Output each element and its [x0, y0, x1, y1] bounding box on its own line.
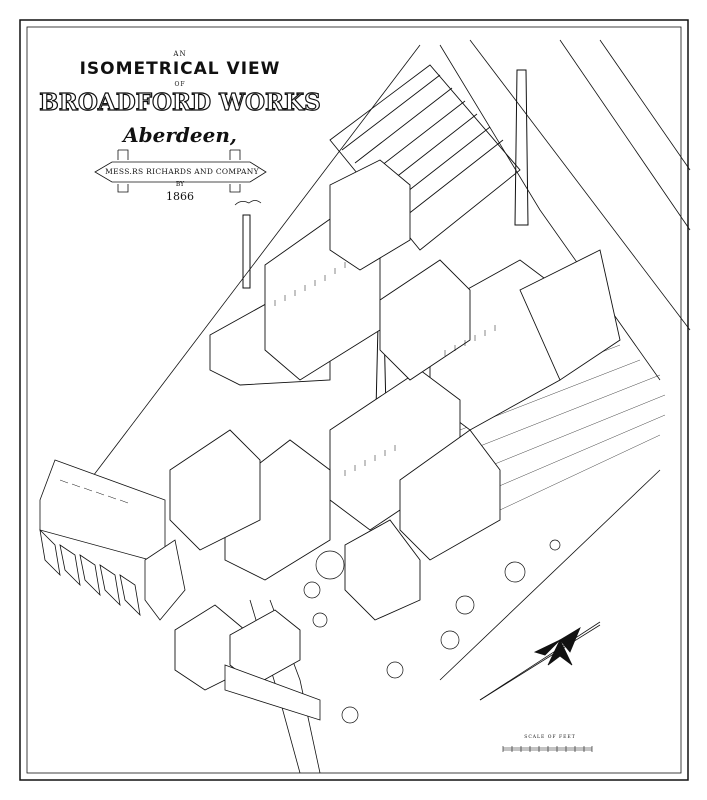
title-line1: ISOMETRICAL VIEW [79, 59, 281, 79]
ribbon-text: MESS.RS RICHARDS AND COMPANY [105, 167, 259, 176]
buildings [169, 159, 621, 691]
scale-label: SCALE OF FEET [524, 735, 576, 740]
title-location: Aberdeen, [123, 123, 237, 147]
title-connector: OF [174, 81, 186, 88]
outer-frame [19, 19, 689, 781]
scale-bar [502, 746, 593, 752]
title-ribbon [94, 149, 267, 193]
roads [89, 39, 691, 774]
windows [59, 262, 496, 504]
inner-frame [26, 26, 682, 774]
title-by: BY [175, 181, 185, 188]
terrace [39, 459, 321, 721]
title-year: 1866 [166, 190, 194, 203]
title-prefix: AN [173, 50, 187, 58]
title-line2: BROADFORD WORKS [39, 89, 322, 116]
compass-rose-icon [479, 621, 601, 701]
trees [303, 539, 561, 724]
